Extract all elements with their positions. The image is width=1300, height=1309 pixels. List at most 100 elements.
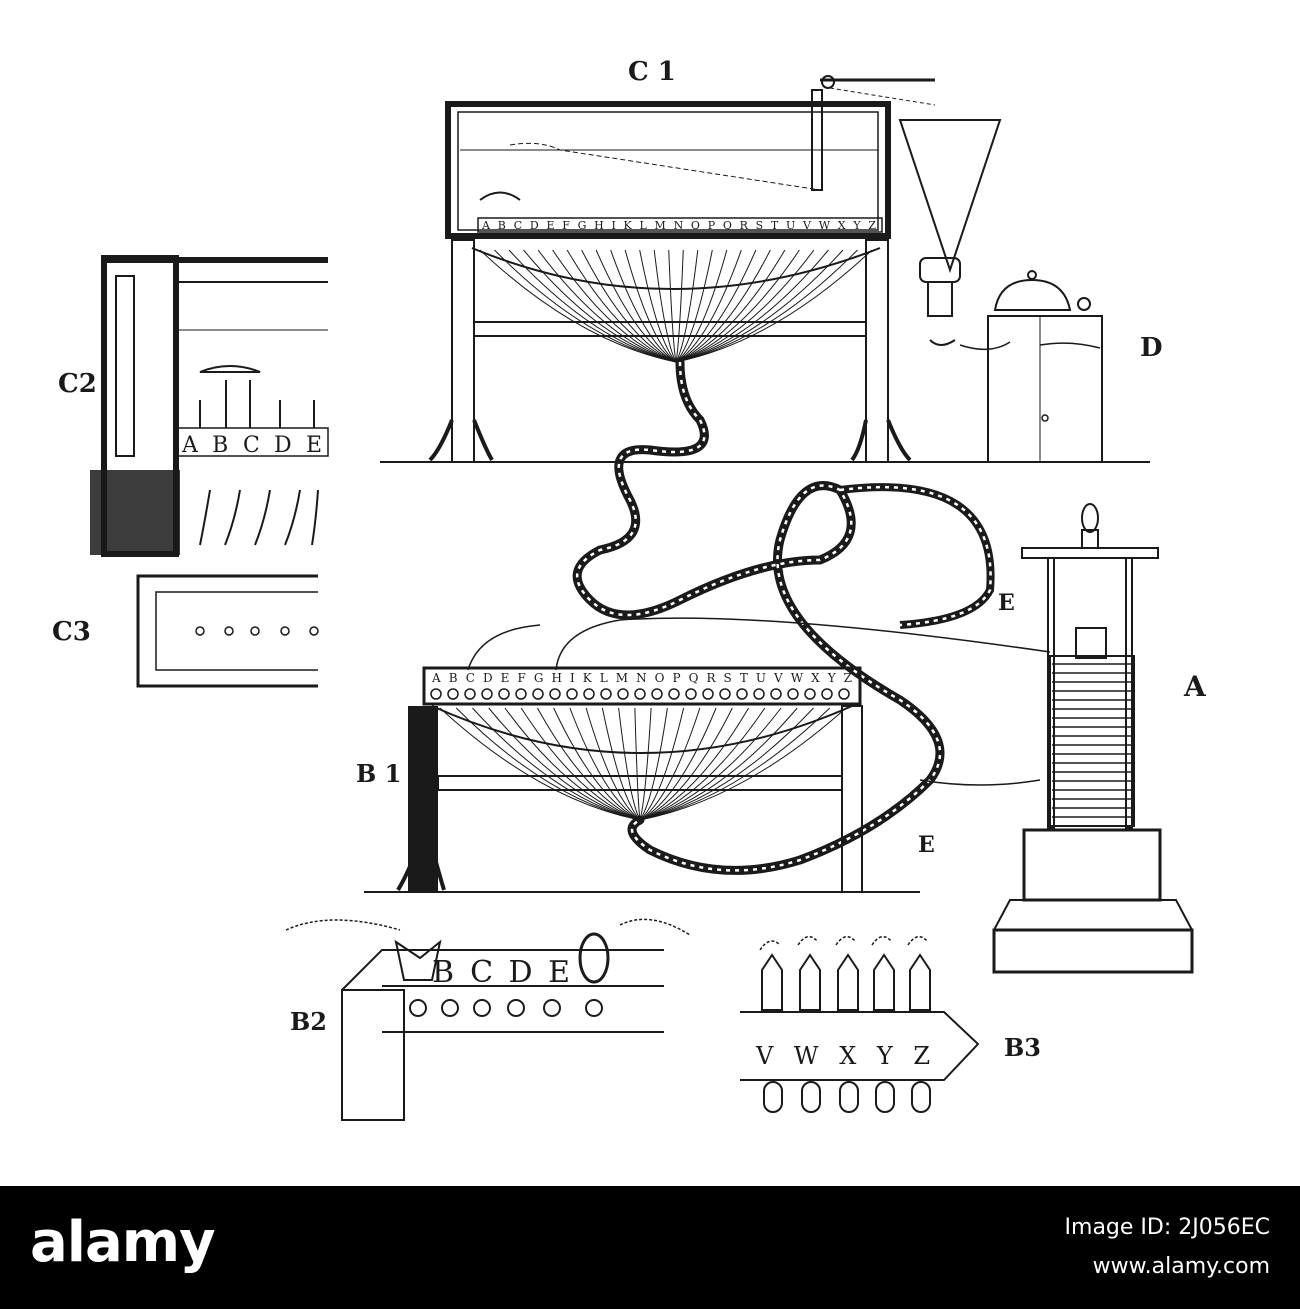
key-contact — [787, 688, 799, 700]
wire-strand — [494, 249, 677, 363]
wire-strand — [675, 249, 684, 363]
connecting-cable-e: E E — [572, 357, 1015, 875]
wire-strand — [639, 707, 847, 821]
key-detail-b2: BCDE B2 — [285, 918, 691, 1121]
key-row-detail-b3: VWXYZ B3 — [740, 936, 1041, 1113]
footer-image-id: Image ID: 2J056EC — [1064, 1215, 1270, 1240]
label-d: D — [1140, 333, 1163, 363]
wire-strand — [553, 707, 641, 821]
wire-strand — [566, 249, 677, 363]
wire-strand — [520, 707, 641, 821]
footer-url: www.alamy.com — [1092, 1254, 1270, 1279]
b2-letters: BCDE — [432, 955, 570, 990]
wire-strand — [639, 707, 814, 821]
wire-strand — [455, 707, 641, 821]
keyboard-letter-row: ABCDEFGHIKLMNOPQRSTUVWXYZ — [431, 671, 852, 685]
wire-strand — [472, 707, 641, 821]
wire-strand — [675, 249, 815, 363]
battery-a: A — [919, 503, 1207, 974]
wire-strand — [675, 249, 858, 363]
label-e-lower: E — [918, 832, 935, 858]
contact-row-c3: C3 — [52, 574, 319, 688]
key-contact — [583, 688, 595, 700]
wire-strand — [675, 249, 800, 363]
wire-strand — [675, 249, 728, 363]
wire-strand — [624, 249, 677, 363]
wire-strand — [552, 249, 677, 363]
label-c3: C3 — [52, 617, 91, 647]
c2-letters: ABCDE — [181, 433, 322, 458]
wire-strand — [537, 707, 641, 821]
keyboard-transmitter-b1: ABCDEFGHIKLMNOPQRSTUVWXYZ B 1 — [356, 617, 1051, 893]
keyboard-wire-fan — [439, 707, 847, 821]
key-contact — [651, 688, 663, 700]
telegraph-engraving: ABCDEFGHIKLMNOPQRSTUVWXYZ — [52, 57, 1207, 1121]
stock-footer-bar: alamy Image ID: 2J056EC www.alamy.com — [0, 1186, 1300, 1309]
label-b1: B 1 — [356, 759, 401, 788]
key-contact — [430, 688, 442, 700]
wire-strand — [634, 707, 641, 821]
wire-strand — [639, 707, 766, 821]
key-contact — [770, 688, 782, 700]
wire-strand — [639, 707, 782, 821]
wire-strand — [675, 249, 844, 363]
wire-strand — [639, 707, 685, 821]
wire-strand — [675, 249, 771, 363]
label-b2: B2 — [290, 1007, 327, 1036]
wire-strand — [610, 249, 677, 363]
key-contact — [617, 688, 629, 700]
label-c1: C 1 — [628, 57, 676, 87]
wire-strand — [585, 707, 641, 821]
wire-strand — [675, 249, 873, 363]
wire-strand — [675, 249, 757, 363]
key-contact — [821, 688, 833, 700]
key-contact — [515, 688, 527, 700]
receiver-letter-strip: ABCDEFGHIKLMNOPQRSTUVWXYZ — [481, 219, 876, 232]
label-c2: C2 — [58, 369, 97, 399]
wire-strand — [639, 707, 668, 821]
wire-strand — [653, 249, 677, 363]
key-contact — [736, 688, 748, 700]
wire-strand — [479, 249, 677, 363]
key-contact — [668, 688, 680, 700]
wire-strand — [439, 707, 641, 821]
wire-strand — [595, 249, 677, 363]
wire-strand — [639, 707, 798, 821]
wire-strand — [523, 249, 677, 363]
wire-strand — [639, 707, 701, 821]
wire-strand — [675, 249, 786, 363]
wire-strand — [569, 707, 641, 821]
key-contact — [804, 688, 816, 700]
key-contact — [838, 688, 850, 700]
wire-strand — [675, 249, 742, 363]
wire-strand — [639, 707, 733, 821]
battery-cell-stack — [1052, 663, 1132, 818]
wire-strand — [639, 707, 831, 821]
key-contact — [702, 688, 714, 700]
keyboard-key-row — [430, 688, 850, 700]
wire-strand — [537, 249, 677, 363]
key-contact — [447, 688, 459, 700]
key-contact — [753, 688, 765, 700]
key-contact — [498, 688, 510, 700]
wire-strand — [639, 707, 652, 821]
key-contact — [685, 688, 697, 700]
wire-strand — [675, 249, 699, 363]
key-contact — [549, 688, 561, 700]
alarm-bell-d — [959, 270, 1103, 463]
receiver-apparatus-c1: ABCDEFGHIKLMNOPQRSTUVWXYZ — [380, 75, 1150, 463]
key-contact — [481, 688, 493, 700]
b3-letters: VWXYZ — [755, 1042, 930, 1070]
wire-strand — [504, 707, 641, 821]
footer-logo: alamy — [30, 1210, 216, 1275]
key-contact — [634, 688, 646, 700]
key-contact — [719, 688, 731, 700]
key-contact — [464, 688, 476, 700]
label-e-upper: E — [998, 590, 1015, 616]
wire-strand — [675, 249, 829, 363]
wire-strand — [508, 249, 677, 363]
label-b3: B3 — [1004, 1033, 1041, 1062]
key-contact — [566, 688, 578, 700]
wire-strand — [601, 707, 641, 821]
wire-strand — [639, 707, 749, 821]
